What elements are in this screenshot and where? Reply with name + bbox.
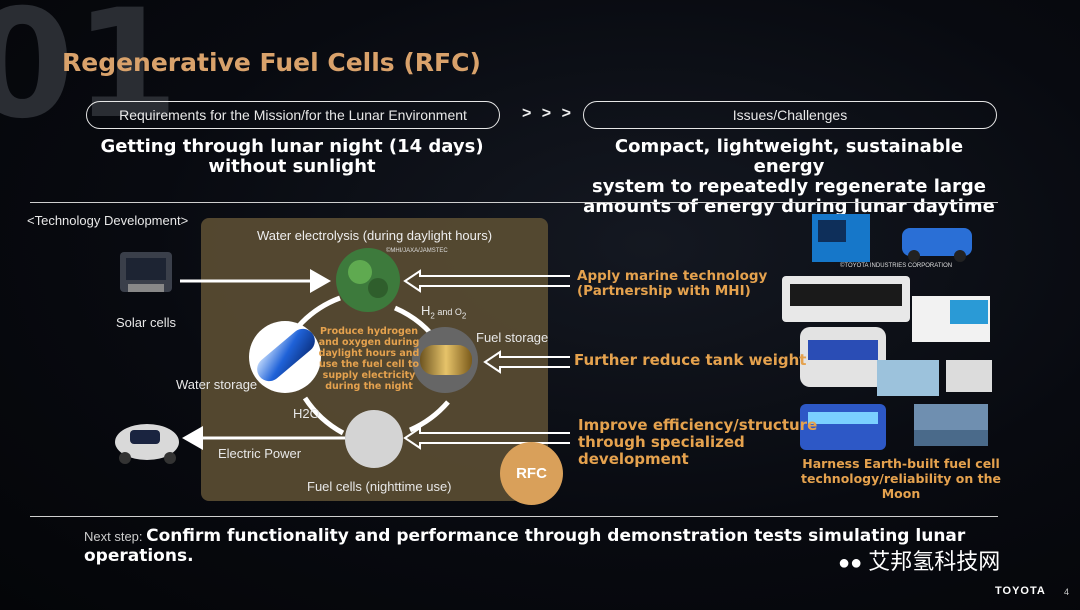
marine-technology-callout: Apply marine technology (Partnership wit… — [577, 269, 767, 299]
toyota-logo: TOYOTA — [995, 585, 1046, 597]
fcv-bus-image — [800, 327, 886, 387]
wechat-watermark: ●● 艾邦氢科技网 — [838, 544, 1000, 576]
fuel-cells-image — [345, 410, 403, 468]
mhi-copyright: ©MHI/JAXA/JAMSTEC — [386, 248, 448, 254]
towing-tractor-image — [902, 228, 972, 262]
boat-image — [914, 404, 988, 446]
truck-image — [912, 296, 990, 342]
efficiency-callout: Improve efficiency/structure through spe… — [578, 417, 817, 468]
center-description: Produce hydrogen and oxygen during dayli… — [318, 326, 420, 392]
fuel-cells-label: Fuel cells (nighttime use) — [307, 479, 452, 494]
lunar-rover-image — [115, 424, 179, 464]
stationary-fc-image — [946, 360, 992, 392]
page-number: 4 — [1064, 587, 1069, 597]
water-electrolysis-label: Water electrolysis (during daylight hour… — [257, 228, 492, 243]
water-storage-label: Water storage — [176, 377, 257, 392]
rfc-badge: RFC — [500, 442, 563, 505]
h2-o2-label: H2 and O2 — [421, 303, 466, 321]
tank-weight-callout: Further reduce tank weight — [574, 351, 806, 369]
wechat-icon: ●● — [838, 552, 862, 574]
harness-caption: Harness Earth-built fuel cell technology… — [787, 456, 1015, 501]
solar-cells-image — [120, 252, 172, 292]
solar-cells-label: Solar cells — [116, 315, 176, 330]
toyota-industries-copyright: ©TOYOTA INDUSTRIES CORPORATION — [840, 263, 952, 269]
h2o-label: H2O — [293, 406, 320, 421]
electric-power-label: Electric Power — [218, 446, 301, 461]
forklift-image — [812, 214, 870, 262]
generator-image — [877, 360, 939, 396]
fuel-storage-label: Fuel storage — [476, 330, 548, 345]
bus-image — [782, 276, 910, 322]
